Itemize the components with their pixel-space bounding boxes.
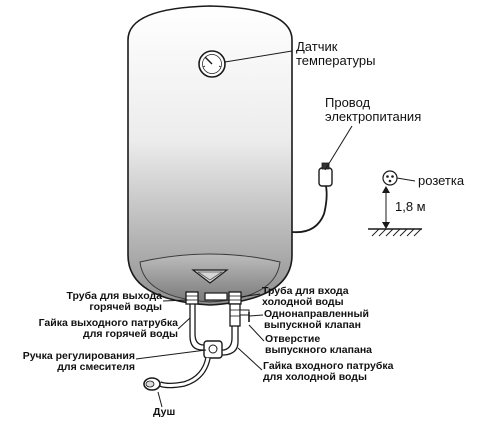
leader-socket: [396, 177, 416, 182]
label-hot-outlet-pipe: Труба для выхода горячей воды: [52, 290, 162, 314]
water-heater-tank: [127, 5, 293, 306]
label-mixer-handle: Ручка регулирования для смесителя: [8, 350, 135, 374]
shower-head-icon: [143, 377, 161, 391]
label-valve-hole-line2: выпускного клапана: [265, 344, 373, 357]
label-shower: Душ: [153, 406, 176, 418]
label-hot-outlet-pipe-line2: горячей воды: [89, 301, 162, 314]
label-temp-sensor-line2: температуры: [296, 53, 376, 69]
label-socket: розетка: [418, 173, 465, 188]
label-cold-inlet-nut-line1: Гайка входного патрубка: [263, 360, 394, 372]
label-hot-outlet-nut: Гайка выходного патрубка для горячей вод…: [20, 317, 178, 341]
socket-icon: [382, 170, 398, 186]
label-cold-inlet-nut: Гайка входного патрубка для холодной вод…: [263, 360, 394, 384]
thermometer-icon: [198, 50, 226, 78]
floor-hatching: [368, 228, 422, 237]
leader-power-cable: [324, 125, 353, 171]
label-check-valve-line2: выпускной клапан: [264, 319, 361, 332]
height-dimension: [382, 186, 390, 229]
label-power-cable: Провод электропитания: [325, 95, 422, 125]
shower-hose: [159, 357, 211, 389]
label-power-cable-line2: электропитания: [325, 109, 422, 125]
label-hot-outlet-nut-line1: Гайка выходного патрубка: [38, 317, 178, 329]
label-check-valve-line1: Однонаправленный: [264, 308, 369, 320]
pipes-assembly: [185, 291, 250, 359]
label-height: 1,8 м: [395, 199, 426, 214]
label-power-cable-line1: Провод: [325, 95, 371, 110]
label-check-valve: Однонаправленный выпускной клапан: [264, 308, 369, 332]
leader-temp-sensor: [224, 50, 293, 63]
label-temp-sensor-line1: Датчик: [296, 39, 338, 54]
label-hot-outlet-pipe-line1: Труба для выхода: [66, 290, 162, 302]
label-cold-inlet-pipe-line1: Труба для входа: [262, 285, 349, 297]
label-mixer-handle-line2: для смесителя: [57, 361, 135, 374]
label-hot-outlet-nut-line2: для горячей воды: [83, 328, 178, 341]
label-cold-inlet-pipe-line2: холодной воды: [262, 296, 344, 309]
label-mixer-handle-line1: Ручка регулирования: [22, 350, 135, 362]
label-cold-inlet-pipe: Труба для входа холодной воды: [262, 285, 349, 309]
leader-lines: [135, 293, 265, 408]
label-valve-hole: Отверстие выпускного клапана: [265, 333, 373, 357]
label-valve-hole-line1: Отверстие: [265, 333, 321, 345]
label-temp-sensor: Датчик температуры: [296, 39, 376, 69]
power-cable: [291, 162, 333, 234]
label-cold-inlet-nut-line2: для холодной воды: [263, 371, 367, 384]
